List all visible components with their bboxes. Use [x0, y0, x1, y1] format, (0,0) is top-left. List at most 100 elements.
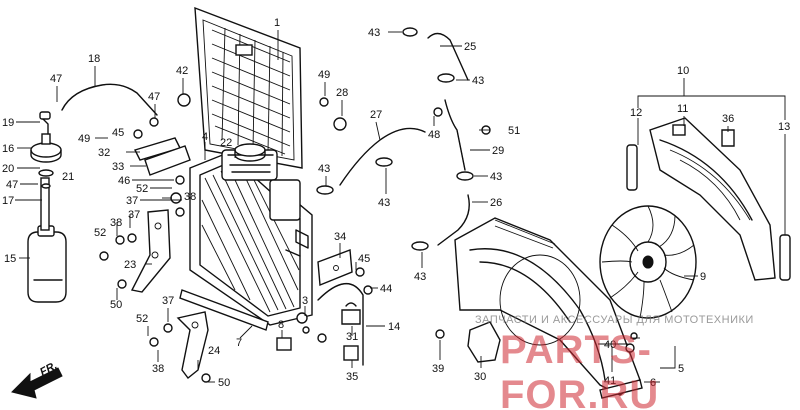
callout-17: 17 [2, 195, 14, 207]
callout-51: 51 [508, 125, 520, 137]
callout-43a: 43 [368, 27, 380, 39]
callout-30: 30 [474, 371, 486, 383]
callout-32: 32 [98, 147, 110, 159]
callout-23: 23 [124, 259, 136, 271]
callout-4: 4 [202, 131, 208, 143]
clip-8 [276, 337, 292, 351]
upper-hose [427, 32, 469, 81]
breather-fitting [38, 111, 54, 189]
callout-47c: 47 [6, 179, 18, 191]
watermark-tagline: ЗАПЧАСТИ И АКСЕССУАРЫ ДЛЯ МОТОТЕХНИКИ [475, 314, 754, 326]
clamp-31 [341, 302, 361, 325]
seal-13 [779, 234, 791, 281]
radiator-core [189, 149, 313, 326]
front-direction-arrow [11, 367, 63, 399]
callout-9: 9 [700, 271, 706, 283]
hose-27 [339, 127, 426, 186]
callout-43b: 43 [472, 75, 484, 87]
hose-26 [437, 194, 470, 246]
callout-52a: 52 [136, 183, 148, 195]
leader-lines [15, 30, 786, 383]
seal-strip-6 [599, 379, 643, 399]
watermark-logo: PARTS-FOR.RU [500, 328, 660, 410]
callout-12: 12 [630, 107, 642, 119]
callout-45b: 45 [358, 253, 370, 265]
fan-cover [649, 117, 776, 281]
callout-1: 1 [274, 17, 280, 29]
callout-43f: 43 [414, 271, 426, 283]
callout-25: 25 [464, 41, 476, 53]
callout-36: 36 [722, 113, 734, 125]
radiator-screen [194, 6, 303, 169]
callout-49a: 49 [318, 69, 330, 81]
callout-48: 48 [428, 129, 440, 141]
callout-14: 14 [388, 321, 400, 333]
callout-13: 13 [778, 121, 790, 133]
callout-52b: 52 [94, 227, 106, 239]
callout-47b: 47 [148, 91, 160, 103]
callout-41: 41 [604, 375, 616, 387]
overflow-hose [317, 283, 364, 366]
reserve-tank-cap [30, 133, 62, 163]
callout-29: 29 [492, 145, 504, 157]
clip-36 [721, 129, 735, 147]
bracket-32 [134, 137, 191, 176]
callout-47a: 47 [50, 73, 62, 85]
callout-46: 46 [118, 175, 130, 187]
callout-44: 44 [380, 283, 392, 295]
cooling-fan [599, 205, 697, 319]
callout-52c: 52 [136, 313, 148, 325]
callout-39: 39 [432, 363, 444, 375]
callout-15: 15 [4, 253, 16, 265]
callout-50a: 50 [110, 299, 122, 311]
callout-19: 19 [2, 117, 14, 129]
callout-3: 3 [302, 295, 308, 307]
callout-6: 6 [650, 377, 656, 389]
clip-35 [343, 345, 359, 361]
callout-49b: 49 [78, 133, 90, 145]
callout-43c: 43 [318, 163, 330, 175]
callout-40: 40 [604, 339, 616, 351]
callout-20: 20 [2, 163, 14, 175]
callout-31: 31 [346, 331, 358, 343]
fasteners [99, 27, 638, 383]
callout-8: 8 [278, 319, 284, 331]
fan-shroud [454, 217, 641, 396]
side-stay-24 [176, 311, 209, 379]
callout-18: 18 [88, 53, 100, 65]
side-stay-23 [130, 209, 171, 293]
callout-28: 28 [336, 87, 348, 99]
callout-21: 21 [62, 171, 74, 183]
callout-43d: 43 [378, 197, 390, 209]
callout-24: 24 [208, 345, 220, 357]
seal-strip-7 [179, 289, 269, 331]
callout-38c: 38 [152, 363, 164, 375]
callout-35: 35 [346, 371, 358, 383]
callout-45a: 45 [112, 127, 124, 139]
callout-33: 33 [112, 161, 124, 173]
callout-7: 7 [236, 337, 242, 349]
callout-38a: 38 [184, 191, 196, 203]
callout-11: 11 [677, 103, 688, 115]
callout-16: 16 [2, 143, 14, 155]
seal-12 [626, 144, 638, 191]
reserve-tank [27, 225, 67, 303]
callout-37c: 37 [162, 295, 174, 307]
callout-50b: 50 [218, 377, 230, 389]
water-pipe [444, 99, 466, 171]
callout-34: 34 [334, 231, 346, 243]
callout-26: 26 [490, 197, 502, 209]
bracket-34 [317, 249, 353, 287]
callout-27: 27 [370, 109, 382, 121]
cover-30 [467, 321, 501, 363]
callout-43e: 43 [490, 171, 502, 183]
callout-37a: 37 [126, 195, 138, 207]
callout-10: 10 [677, 65, 689, 77]
callout-labels: 1 3 4 5 6 7 8 9 10 11 12 13 14 15 16 17 … [2, 17, 790, 389]
callout-37b: 37 [128, 209, 140, 221]
callout-5: 5 [678, 363, 684, 375]
callout-42: 42 [176, 65, 188, 77]
callout-38b: 38 [110, 217, 122, 229]
